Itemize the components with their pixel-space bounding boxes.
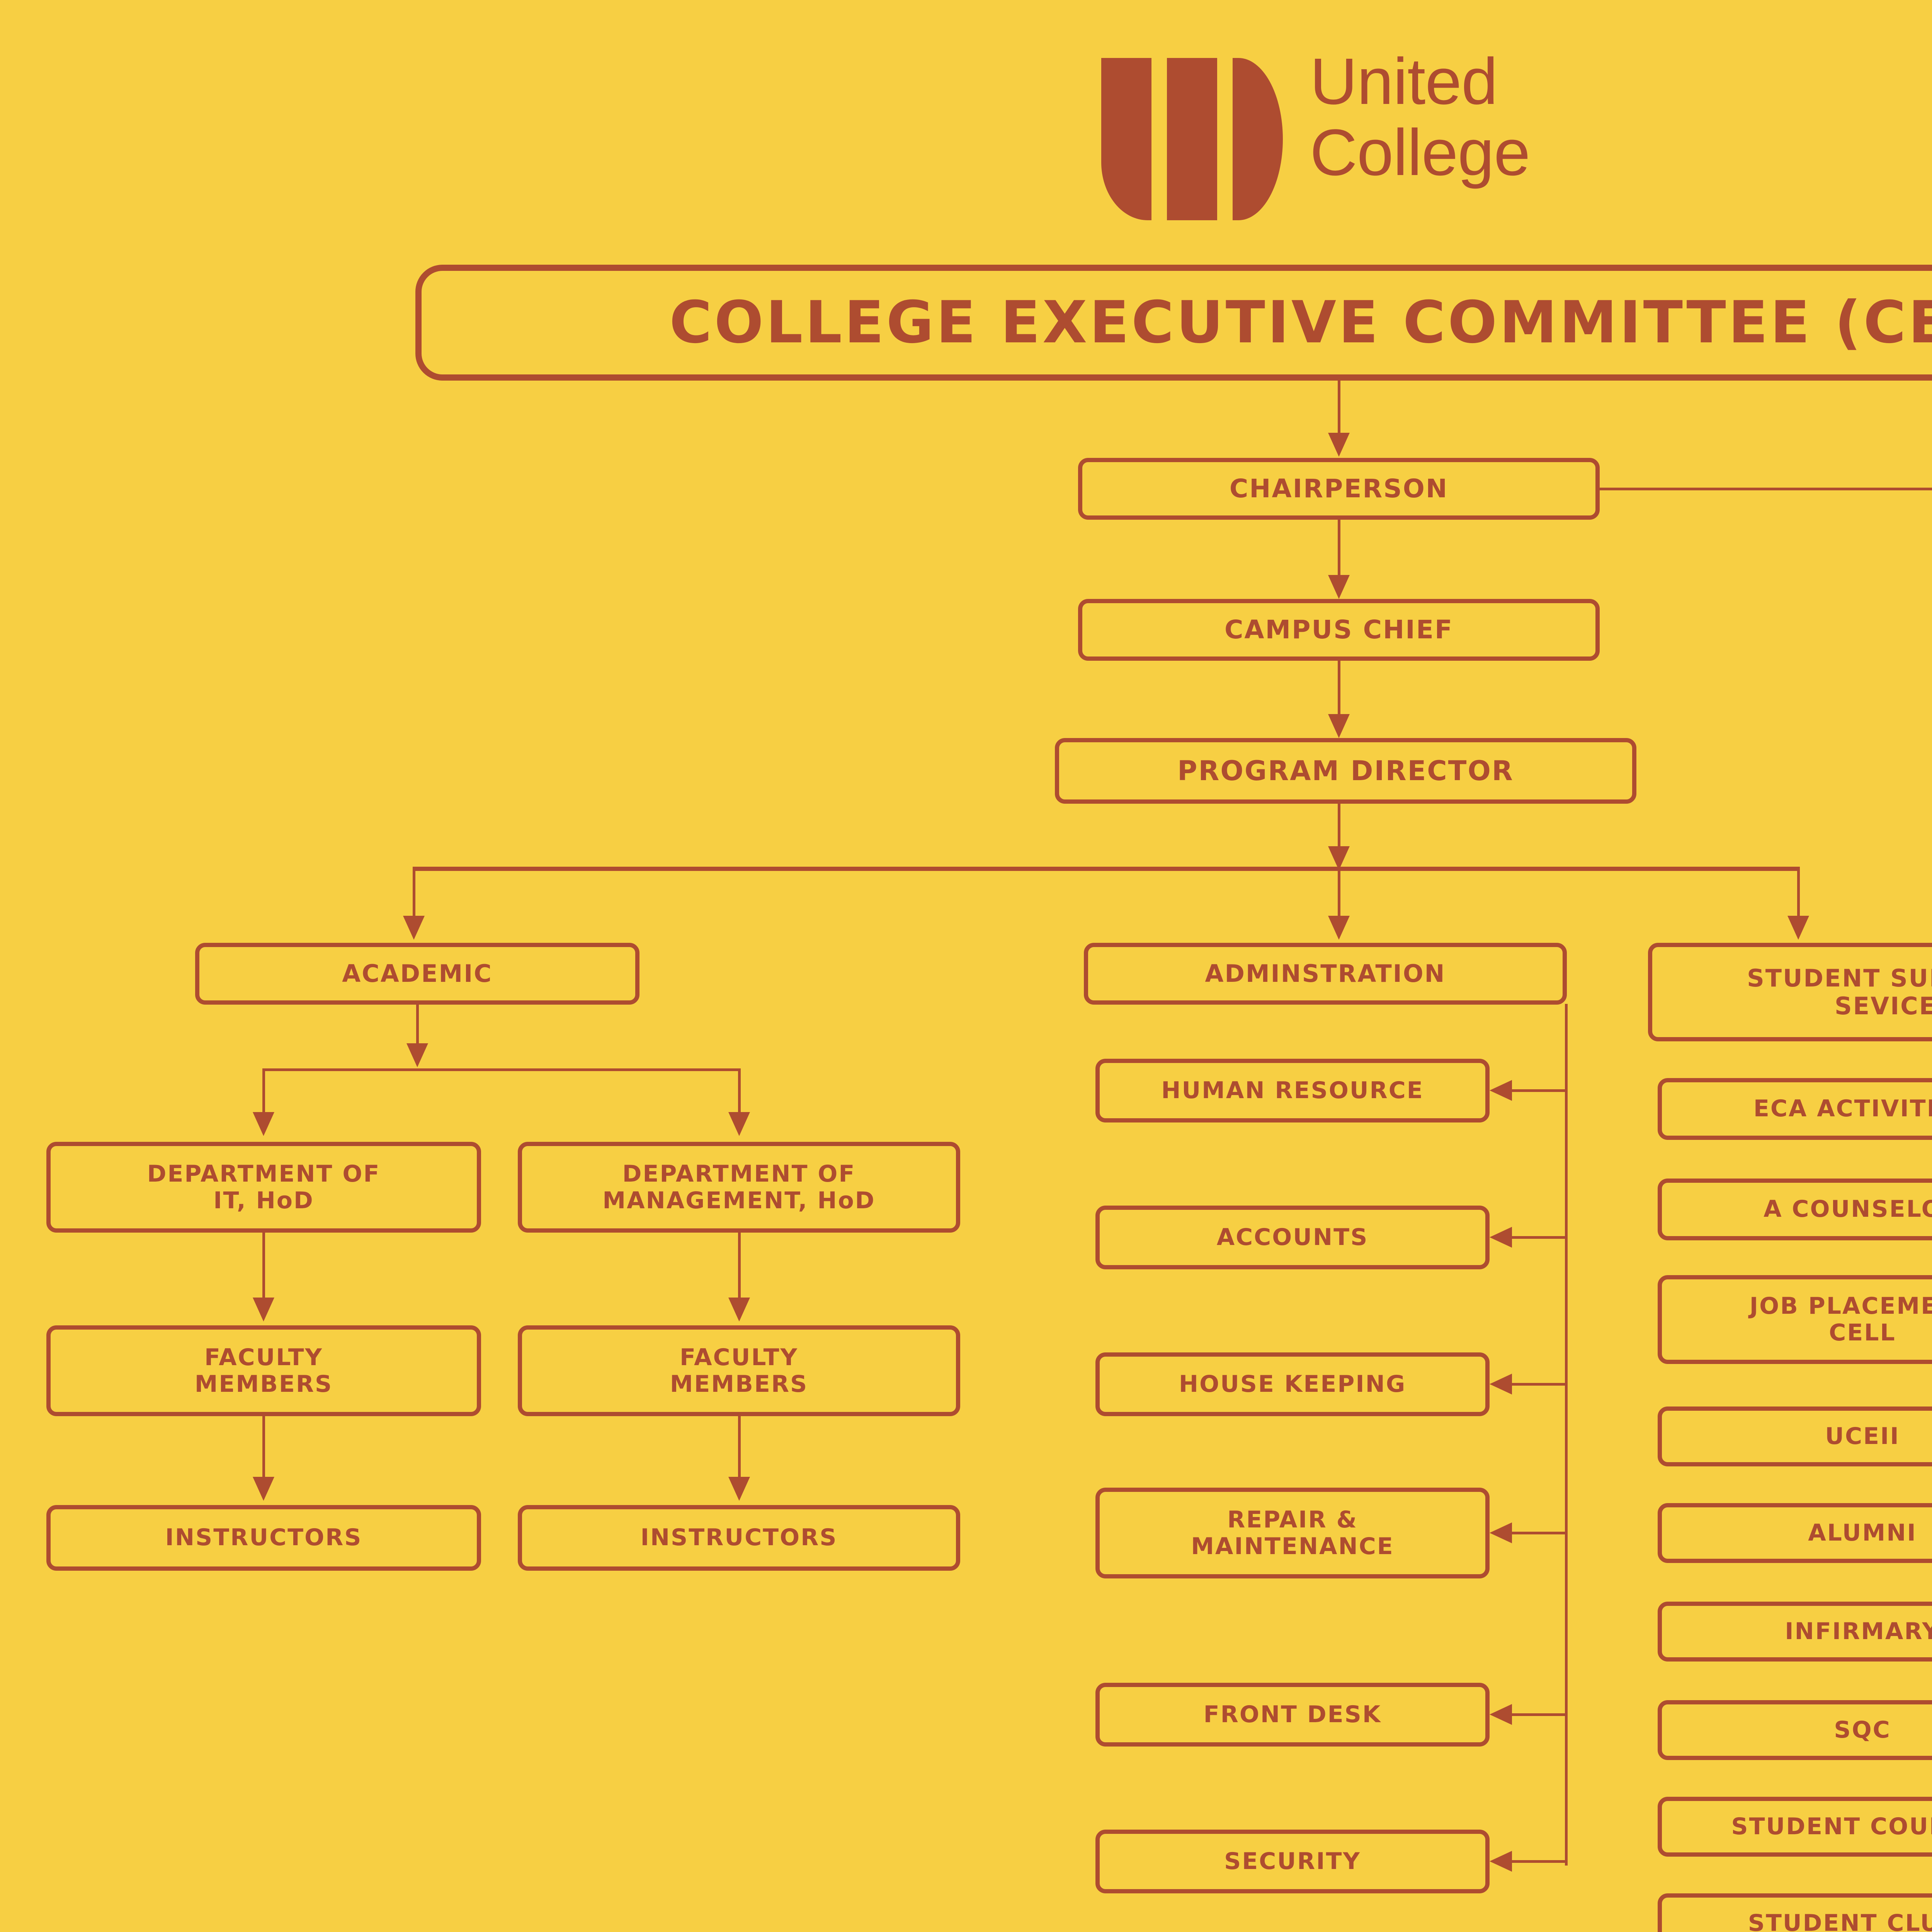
node-eca-activities[interactable]: ECA ACTIVITIES: [1658, 1078, 1932, 1140]
arrowhead-human-resource: [1490, 1080, 1512, 1101]
repair-line2: MAINTENANCE: [1191, 1532, 1394, 1560]
arrowhead-dept-mgmt: [728, 1112, 750, 1136]
node-accounts[interactable]: ACCOUNTS: [1095, 1206, 1490, 1269]
arrowhead-faculty-mgmt: [728, 1298, 750, 1321]
dept-mgmt-line2: MANAGEMENT, HoD: [602, 1187, 876, 1214]
node-student-council[interactable]: STUDENT COUNCIL: [1658, 1797, 1932, 1857]
arrowhead-campus-chief: [1328, 575, 1350, 599]
node-uceii[interactable]: UCEII: [1658, 1406, 1932, 1466]
node-security[interactable]: SECURITY: [1095, 1830, 1490, 1893]
node-sqc[interactable]: SQC: [1658, 1700, 1932, 1760]
node-job-placement-cell[interactable]: JOB PLACEMENT CELL: [1658, 1275, 1932, 1364]
node-instructors-it[interactable]: INSTRUCTORS: [46, 1505, 481, 1571]
connector-admin-house-keeping: [1512, 1383, 1566, 1386]
node-chairperson[interactable]: CHAIRPERSON: [1078, 458, 1600, 520]
faculty-mgmt-line1: FACULTY: [680, 1344, 798, 1371]
connector-drop-academic: [413, 869, 415, 920]
node-house-keeping[interactable]: HOUSE KEEPING: [1095, 1352, 1490, 1416]
arrowhead-distribution-bar: [1328, 846, 1350, 870]
node-program-director[interactable]: PROGRAM DIRECTOR: [1055, 738, 1636, 804]
connector-admin-front-desk: [1512, 1713, 1566, 1716]
connector-dept-mgmt-to-faculty: [738, 1233, 741, 1300]
brand-logo: United College: [1090, 43, 1631, 228]
node-department-of-it[interactable]: DEPARTMENT OF IT, HoD: [46, 1142, 481, 1233]
brand-name-line1: United: [1310, 45, 1498, 118]
arrowhead-house-keeping: [1490, 1374, 1512, 1395]
arrowhead-repair-maintenance: [1490, 1522, 1512, 1543]
arrowhead-administration: [1328, 916, 1350, 940]
logo-bar-middle: [1167, 58, 1217, 220]
student-support-line1: STUDENT SUPPORT: [1747, 964, 1932, 993]
connector-drop-dept-mgmt: [738, 1068, 741, 1115]
node-academic[interactable]: ACADEMIC: [195, 943, 639, 1005]
dept-it-line1: DEPARTMENT OF: [147, 1160, 381, 1187]
logo-bar-right: [1233, 58, 1283, 220]
brand-name-line2: College: [1310, 116, 1530, 189]
connector-program-director-stem: [1338, 804, 1340, 862]
node-student-support-service[interactable]: STUDENT SUPPORT SEVICE: [1648, 943, 1932, 1041]
connector-academic-stem: [416, 1005, 419, 1051]
connector-admin-accounts: [1512, 1236, 1566, 1239]
arrowhead-academic-split: [406, 1043, 428, 1067]
connector-dept-it-to-faculty: [262, 1233, 265, 1300]
repair-line1: REPAIR &: [1227, 1506, 1358, 1533]
connector-banner-to-chairperson: [1338, 381, 1340, 437]
connector-drop-student-support: [1797, 869, 1800, 920]
node-alumni[interactable]: ALUMNI: [1658, 1503, 1932, 1563]
connector-campus-chief-to-program-director: [1338, 661, 1340, 717]
node-department-of-management[interactable]: DEPARTMENT OF MANAGEMENT, HoD: [518, 1142, 960, 1233]
arrowhead-program-director: [1328, 714, 1350, 738]
logo-bar-left: [1101, 58, 1151, 220]
connector-drop-dept-it: [262, 1068, 265, 1115]
connector-chairperson-to-campus-chief: [1338, 520, 1340, 578]
distribution-bar-program-director: [413, 867, 1800, 871]
job-placement-line2: CELL: [1829, 1319, 1896, 1346]
arrowhead-instructors-it: [253, 1477, 274, 1501]
faculty-mgmt-line2: MEMBERS: [670, 1370, 808, 1398]
node-a-counselor[interactable]: A COUNSELOR: [1658, 1179, 1932, 1240]
node-instructors-management[interactable]: INSTRUCTORS: [518, 1505, 960, 1571]
arrowhead-security: [1490, 1851, 1512, 1872]
connector-admin-security: [1512, 1860, 1566, 1863]
node-student-clubs[interactable]: STUDENT CLUBS: [1658, 1893, 1932, 1932]
faculty-it-line2: MEMBERS: [194, 1370, 333, 1398]
administration-spine: [1565, 1004, 1568, 1866]
connector-admin-human-resource: [1512, 1089, 1566, 1092]
connector-faculty-it-to-instructors: [262, 1416, 265, 1480]
node-administration[interactable]: ADMINSTRATION: [1084, 943, 1567, 1005]
brand-name: United College: [1310, 46, 1530, 188]
arrowhead-student-support: [1787, 916, 1809, 940]
node-front-desk[interactable]: FRONT DESK: [1095, 1683, 1490, 1747]
connector-drop-administration: [1338, 869, 1340, 920]
arrowhead-front-desk: [1490, 1704, 1512, 1725]
student-support-line2: SEVICE: [1835, 992, 1932, 1020]
arrowhead-academic: [403, 916, 425, 940]
arrowhead-instructors-mgmt: [728, 1477, 750, 1501]
node-faculty-members-it[interactable]: FACULTY MEMBERS: [46, 1325, 481, 1416]
dept-mgmt-line1: DEPARTMENT OF: [622, 1160, 856, 1187]
arrowhead-chairperson: [1328, 433, 1350, 457]
dept-it-line2: IT, HoD: [213, 1187, 314, 1214]
arrowhead-faculty-it: [253, 1298, 274, 1321]
connector-admin-repair-maintenance: [1512, 1532, 1566, 1534]
node-human-resource[interactable]: HUMAN RESOURCE: [1095, 1059, 1490, 1122]
connector-faculty-mgmt-to-instructors: [738, 1416, 741, 1480]
arrowhead-dept-it: [253, 1112, 274, 1136]
faculty-it-line1: FACULTY: [204, 1344, 323, 1371]
node-infirmary[interactable]: INFIRMARY: [1658, 1602, 1932, 1662]
three-bar-u-logo-icon: [1090, 58, 1291, 220]
connector-chairperson-to-as-committees-horizontal: [1600, 488, 1932, 490]
node-campus-chief[interactable]: CAMPUS CHIEF: [1078, 599, 1600, 661]
arrowhead-accounts: [1490, 1227, 1512, 1248]
cec-banner-title: COLLEGE EXECUTIVE COMMITTEE (CEC): [415, 265, 1932, 381]
node-repair-and-maintenance[interactable]: REPAIR & MAINTENANCE: [1095, 1488, 1490, 1578]
job-placement-line1: JOB PLACEMENT: [1749, 1293, 1932, 1320]
academic-split-bar: [262, 1068, 740, 1071]
node-faculty-members-management[interactable]: FACULTY MEMBERS: [518, 1325, 960, 1416]
